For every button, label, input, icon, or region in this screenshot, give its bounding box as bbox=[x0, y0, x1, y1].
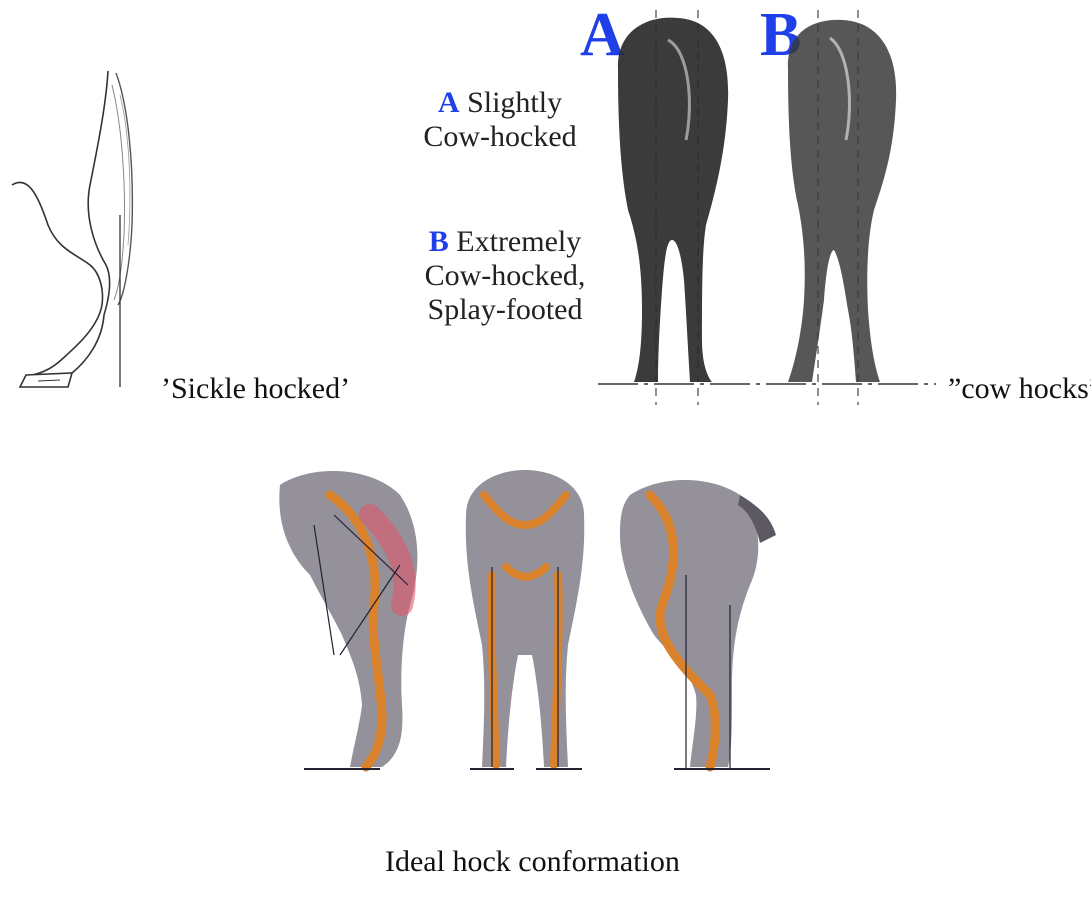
label-a-line1: Slightly bbox=[467, 86, 562, 119]
label-b-line1: Extremely bbox=[456, 225, 581, 258]
cow-hock-illustration bbox=[598, 10, 936, 405]
label-a-line2: Cow-hocked bbox=[423, 120, 576, 153]
sickle-hock-caption: ’Sickle hocked’ bbox=[161, 372, 350, 406]
ideal-hock-caption: Ideal hock conformation bbox=[385, 845, 680, 879]
label-b: B Extremely Cow-hocked, Splay-footed bbox=[400, 225, 610, 327]
label-b-tag: B bbox=[429, 225, 449, 258]
cow-hock-caption: ”cow hocks” bbox=[948, 372, 1091, 406]
ideal-hock-illustration bbox=[270, 455, 780, 775]
label-b-line2: Cow-hocked, bbox=[425, 259, 586, 292]
label-a-tag: A bbox=[438, 86, 460, 119]
sickle-hock-illustration bbox=[8, 65, 148, 395]
label-a: A Slightly Cow-hocked bbox=[400, 86, 600, 154]
label-b-line3: Splay-footed bbox=[428, 293, 583, 326]
